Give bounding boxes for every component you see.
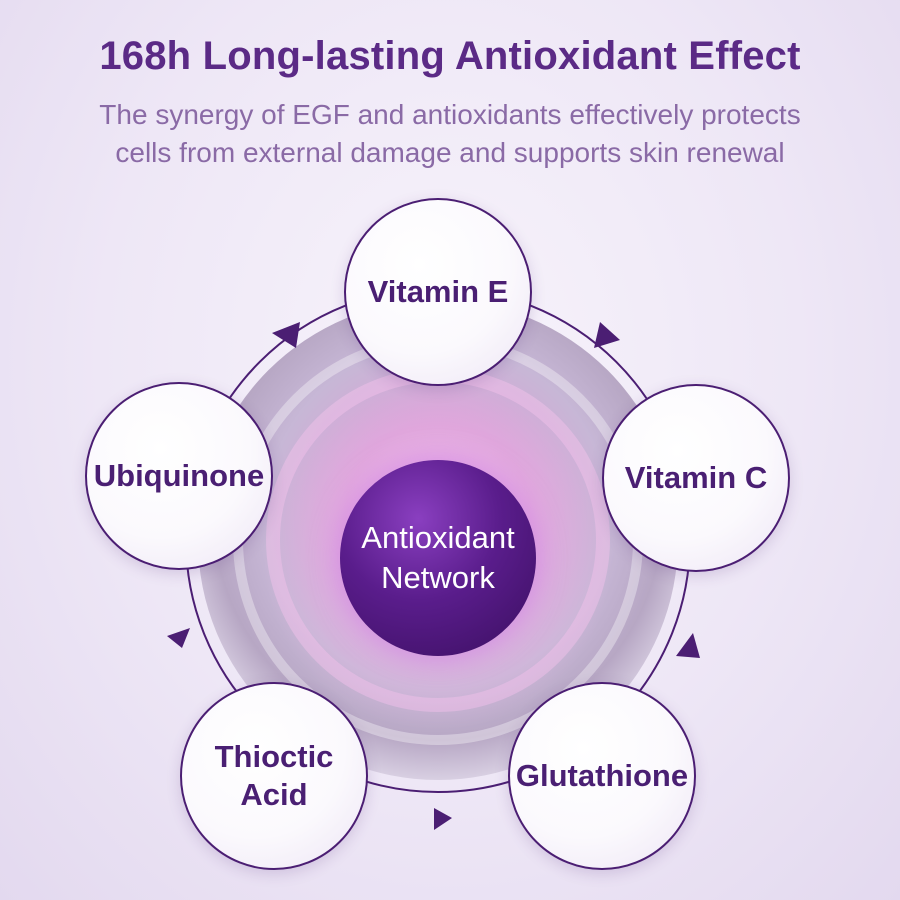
node-glutathione: Glutathione: [508, 682, 696, 870]
arrow-icon: [272, 322, 300, 348]
node-vitamin-e: Vitamin E: [344, 198, 532, 386]
arrow-icon: [167, 628, 190, 648]
subtitle-line: cells from external damage and supports …: [115, 137, 785, 168]
node-label: Vitamin E: [367, 274, 509, 309]
node-label: Thioctic: [214, 739, 334, 774]
arrow-icon: [434, 808, 452, 830]
arrow-icon: [676, 633, 700, 658]
node-label: Glutathione: [515, 758, 689, 793]
node-vitamin-c: Vitamin C: [602, 384, 790, 572]
center-network: Antioxidant Network: [340, 460, 536, 656]
subtitle-line: The synergy of EGF and antioxidants effe…: [99, 99, 801, 130]
node-thioctic-acid: Thioctic Acid: [180, 682, 368, 870]
arrow-icon: [594, 322, 620, 348]
page-title: 168h Long-lasting Antioxidant Effect: [99, 34, 801, 78]
center-label-line: Network: [381, 560, 495, 595]
node-label: Vitamin C: [624, 460, 768, 495]
node-ubiquinone: Ubiquinone: [85, 382, 273, 570]
page-subtitle: The synergy of EGF and antioxidants effe…: [0, 96, 900, 172]
center-label-line: Antioxidant: [361, 520, 515, 555]
node-label: Acid: [240, 777, 308, 812]
cycle-arrows: [167, 322, 700, 830]
node-label: Ubiquinone: [93, 458, 265, 493]
